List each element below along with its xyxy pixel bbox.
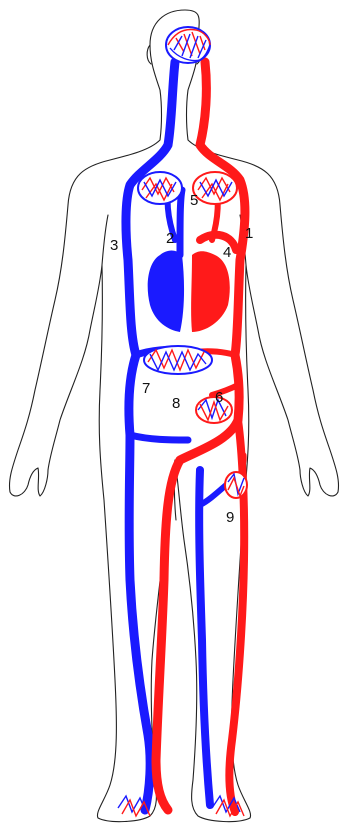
label-1: 1 [245, 225, 253, 242]
pelvic-capillaries [225, 472, 247, 498]
label-4: 4 [223, 244, 231, 261]
foot-capillaries [118, 796, 244, 816]
label-8: 8 [172, 395, 180, 412]
label-6: 6 [215, 389, 223, 406]
label-5: 5 [190, 192, 198, 209]
intestine-capillaries [144, 346, 212, 374]
left-heart [191, 251, 230, 332]
lung-capillaries [138, 172, 237, 204]
right-heart [148, 250, 184, 332]
label-7: 7 [142, 380, 150, 397]
label-9: 9 [226, 509, 234, 526]
label-2: 2 [166, 230, 174, 247]
label-3: 3 [110, 237, 118, 254]
kidney-capillaries [196, 397, 232, 423]
brain-capillaries [166, 27, 210, 63]
